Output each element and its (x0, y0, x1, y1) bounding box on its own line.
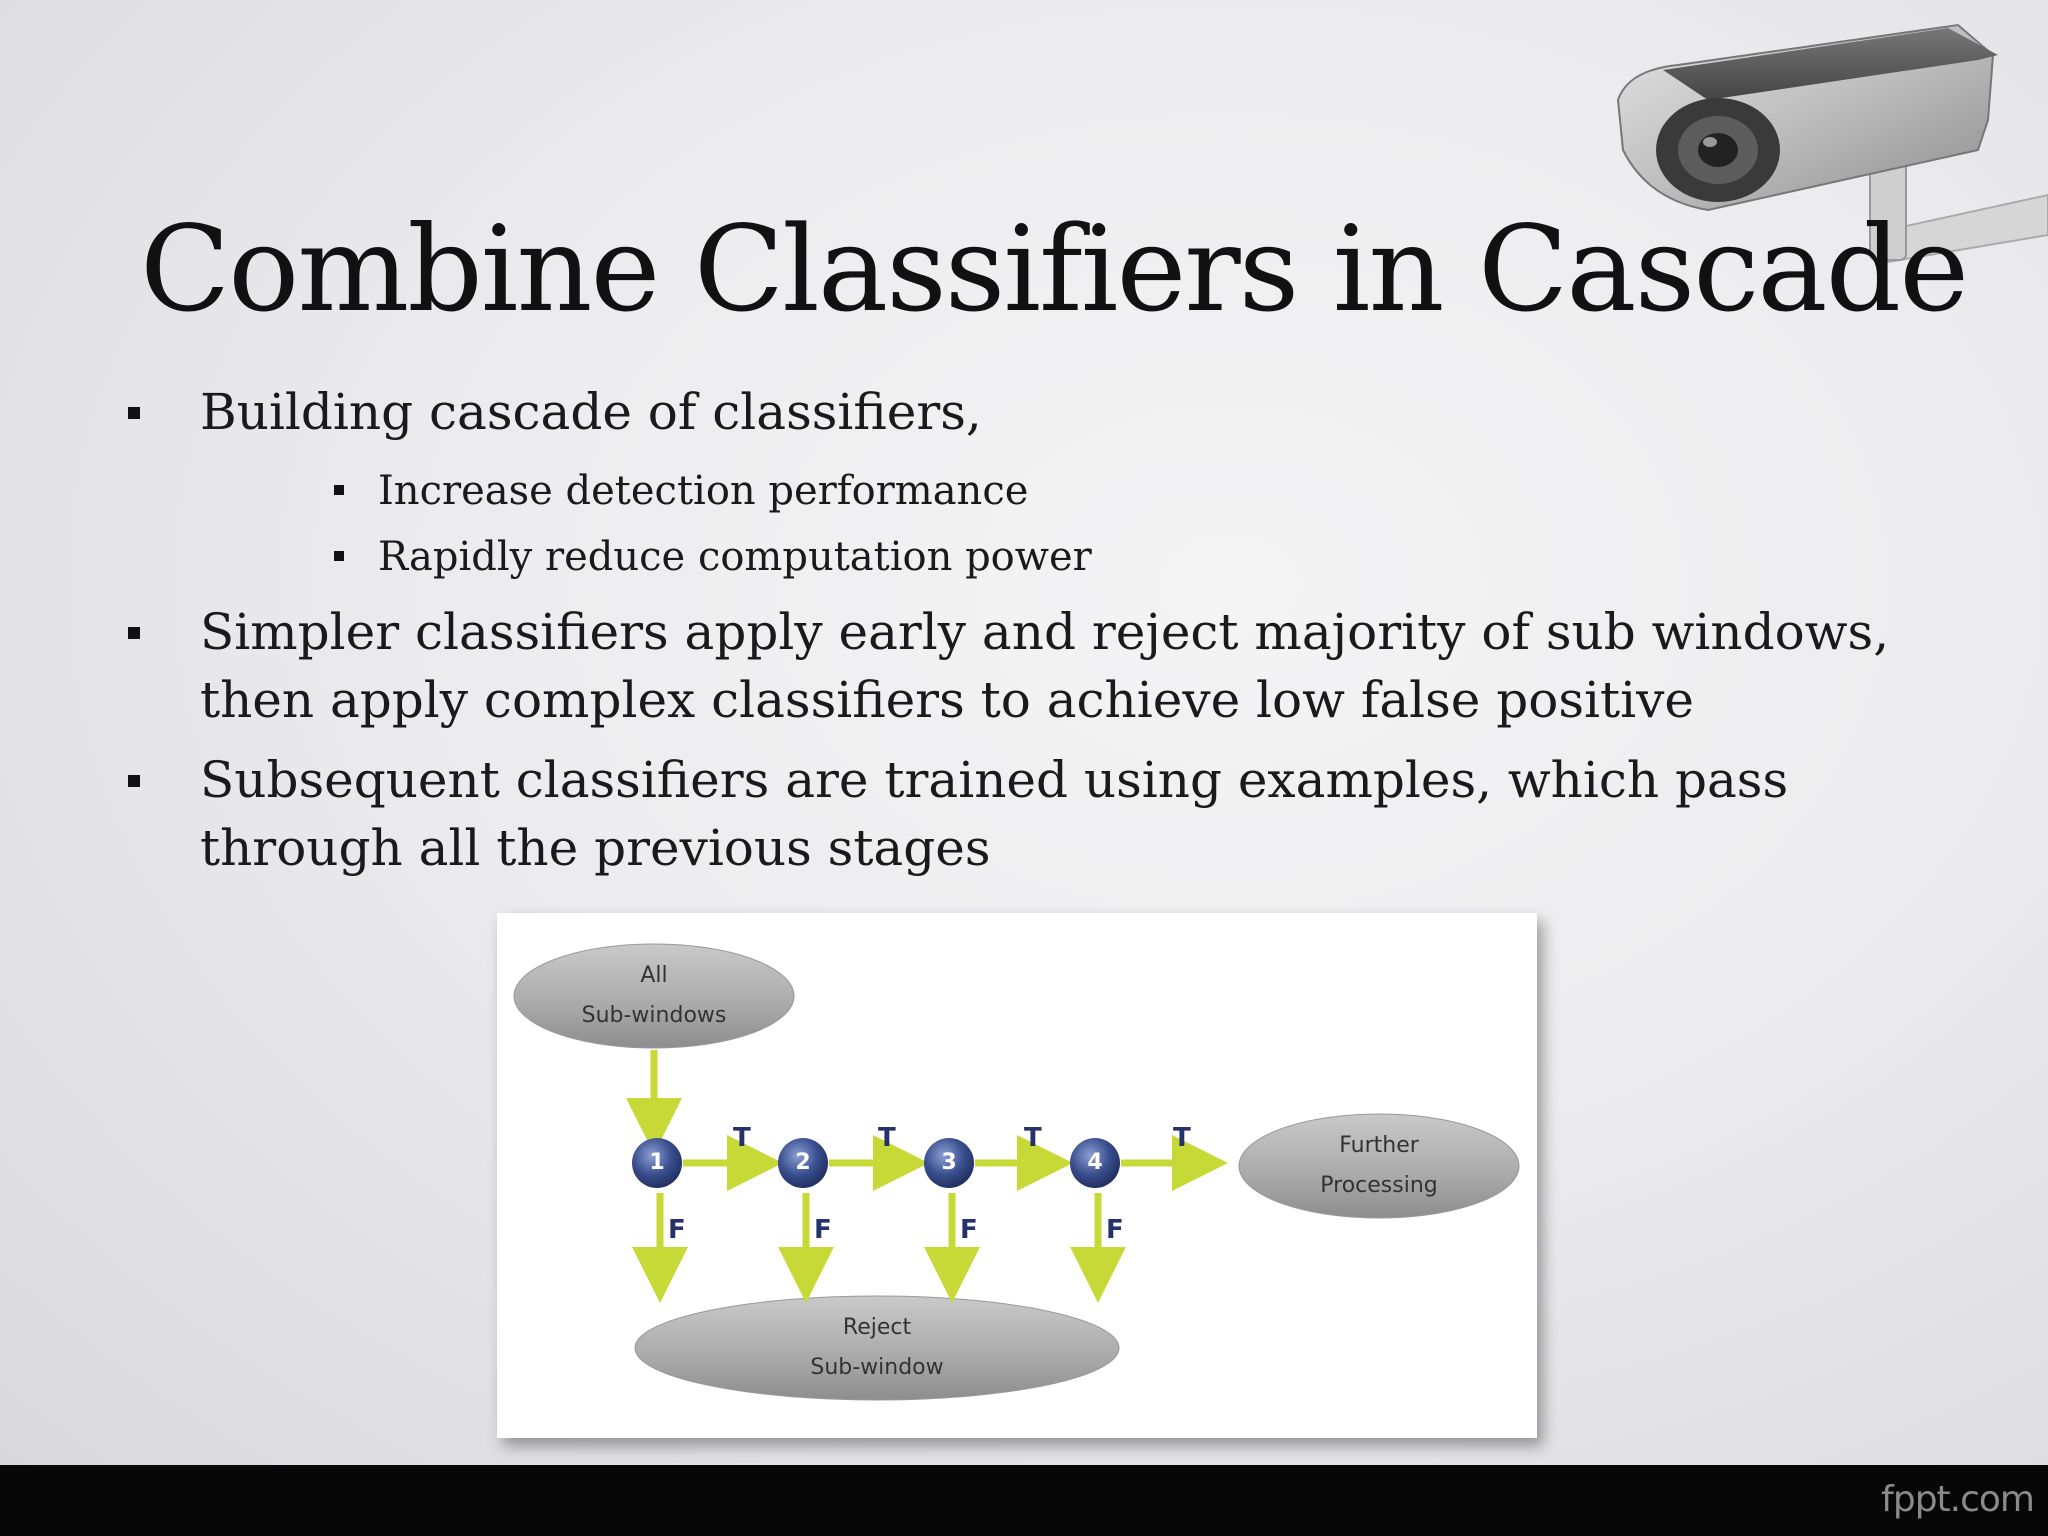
accept-node (1238, 1113, 1520, 1219)
sub-bullet-list: Increase detection performance Rapidly r… (120, 458, 1900, 590)
false-label: F (814, 1215, 832, 1245)
accept-label-line2: Processing (1320, 1173, 1438, 1198)
false-label: F (960, 1215, 978, 1245)
bullet-text: Subsequent classifiers are trained using… (200, 751, 1789, 877)
bullet-marker (128, 775, 140, 787)
stage-number: 3 (941, 1150, 957, 1175)
start-label-line2: Sub-windows (581, 1003, 727, 1028)
start-node (513, 943, 795, 1049)
bullet-item: Building cascade of classifiers, (120, 378, 1900, 446)
sub-bullet-text: Increase detection performance (378, 468, 1029, 514)
cascade-diagram: All Sub-windows Further Processing Rejec… (497, 913, 1537, 1438)
accept-node-label: Further Processing (1279, 1126, 1479, 1206)
footer-brand: fppt.com (1881, 1479, 2035, 1520)
true-label: T (733, 1123, 751, 1153)
cascade-diagram-graphics (513, 943, 1520, 1401)
true-label: T (1024, 1123, 1042, 1153)
security-camera-icon (1616, 23, 2048, 264)
bullet-item: Simpler classifiers apply early and reje… (120, 598, 1900, 734)
stage-node (632, 1138, 682, 1188)
bullet-text: Building cascade of classifiers, (200, 383, 982, 441)
reject-label-line2: Sub-window (810, 1355, 944, 1380)
sub-bullet-text: Rapidly reduce computation power (378, 534, 1092, 580)
reject-label-line1: Reject (842, 1315, 912, 1340)
true-label: T (1173, 1123, 1191, 1153)
stage-node (1070, 1138, 1120, 1188)
stage-node (778, 1138, 828, 1188)
false-label: F (668, 1215, 686, 1245)
stage-node (924, 1138, 974, 1188)
start-label-line1: All (640, 963, 668, 988)
reject-node-label: Reject Sub-window (777, 1308, 977, 1388)
false-label: F (1106, 1215, 1124, 1245)
true-label: T (878, 1123, 896, 1153)
stage-number: 1 (649, 1150, 665, 1175)
bullet-marker (334, 485, 344, 495)
bullet-marker (128, 407, 140, 419)
flow-arrows (626, 1050, 1228, 1303)
accept-label-line1: Further (1339, 1133, 1419, 1158)
reject-node (634, 1295, 1120, 1401)
bullet-list: Building cascade of classifiers, Increas… (120, 378, 1900, 894)
bullet-item: Subsequent classifiers are trained using… (120, 746, 1900, 882)
start-node-label: All Sub-windows (554, 956, 754, 1036)
stage-number: 2 (795, 1150, 811, 1175)
bullet-marker (334, 551, 344, 561)
bullet-text: Simpler classifiers apply early and reje… (200, 603, 1890, 729)
sub-bullet-item: Increase detection performance (120, 458, 1900, 524)
sub-bullet-item: Rapidly reduce computation power (120, 524, 1900, 590)
slide: Combine Classifiers in Cascade Building … (0, 0, 2048, 1465)
stage-number: 4 (1087, 1150, 1103, 1175)
footer-bar: fppt.com (0, 1465, 2048, 1536)
bullet-marker (128, 627, 140, 639)
slide-title: Combine Classifiers in Cascade (140, 200, 1969, 338)
